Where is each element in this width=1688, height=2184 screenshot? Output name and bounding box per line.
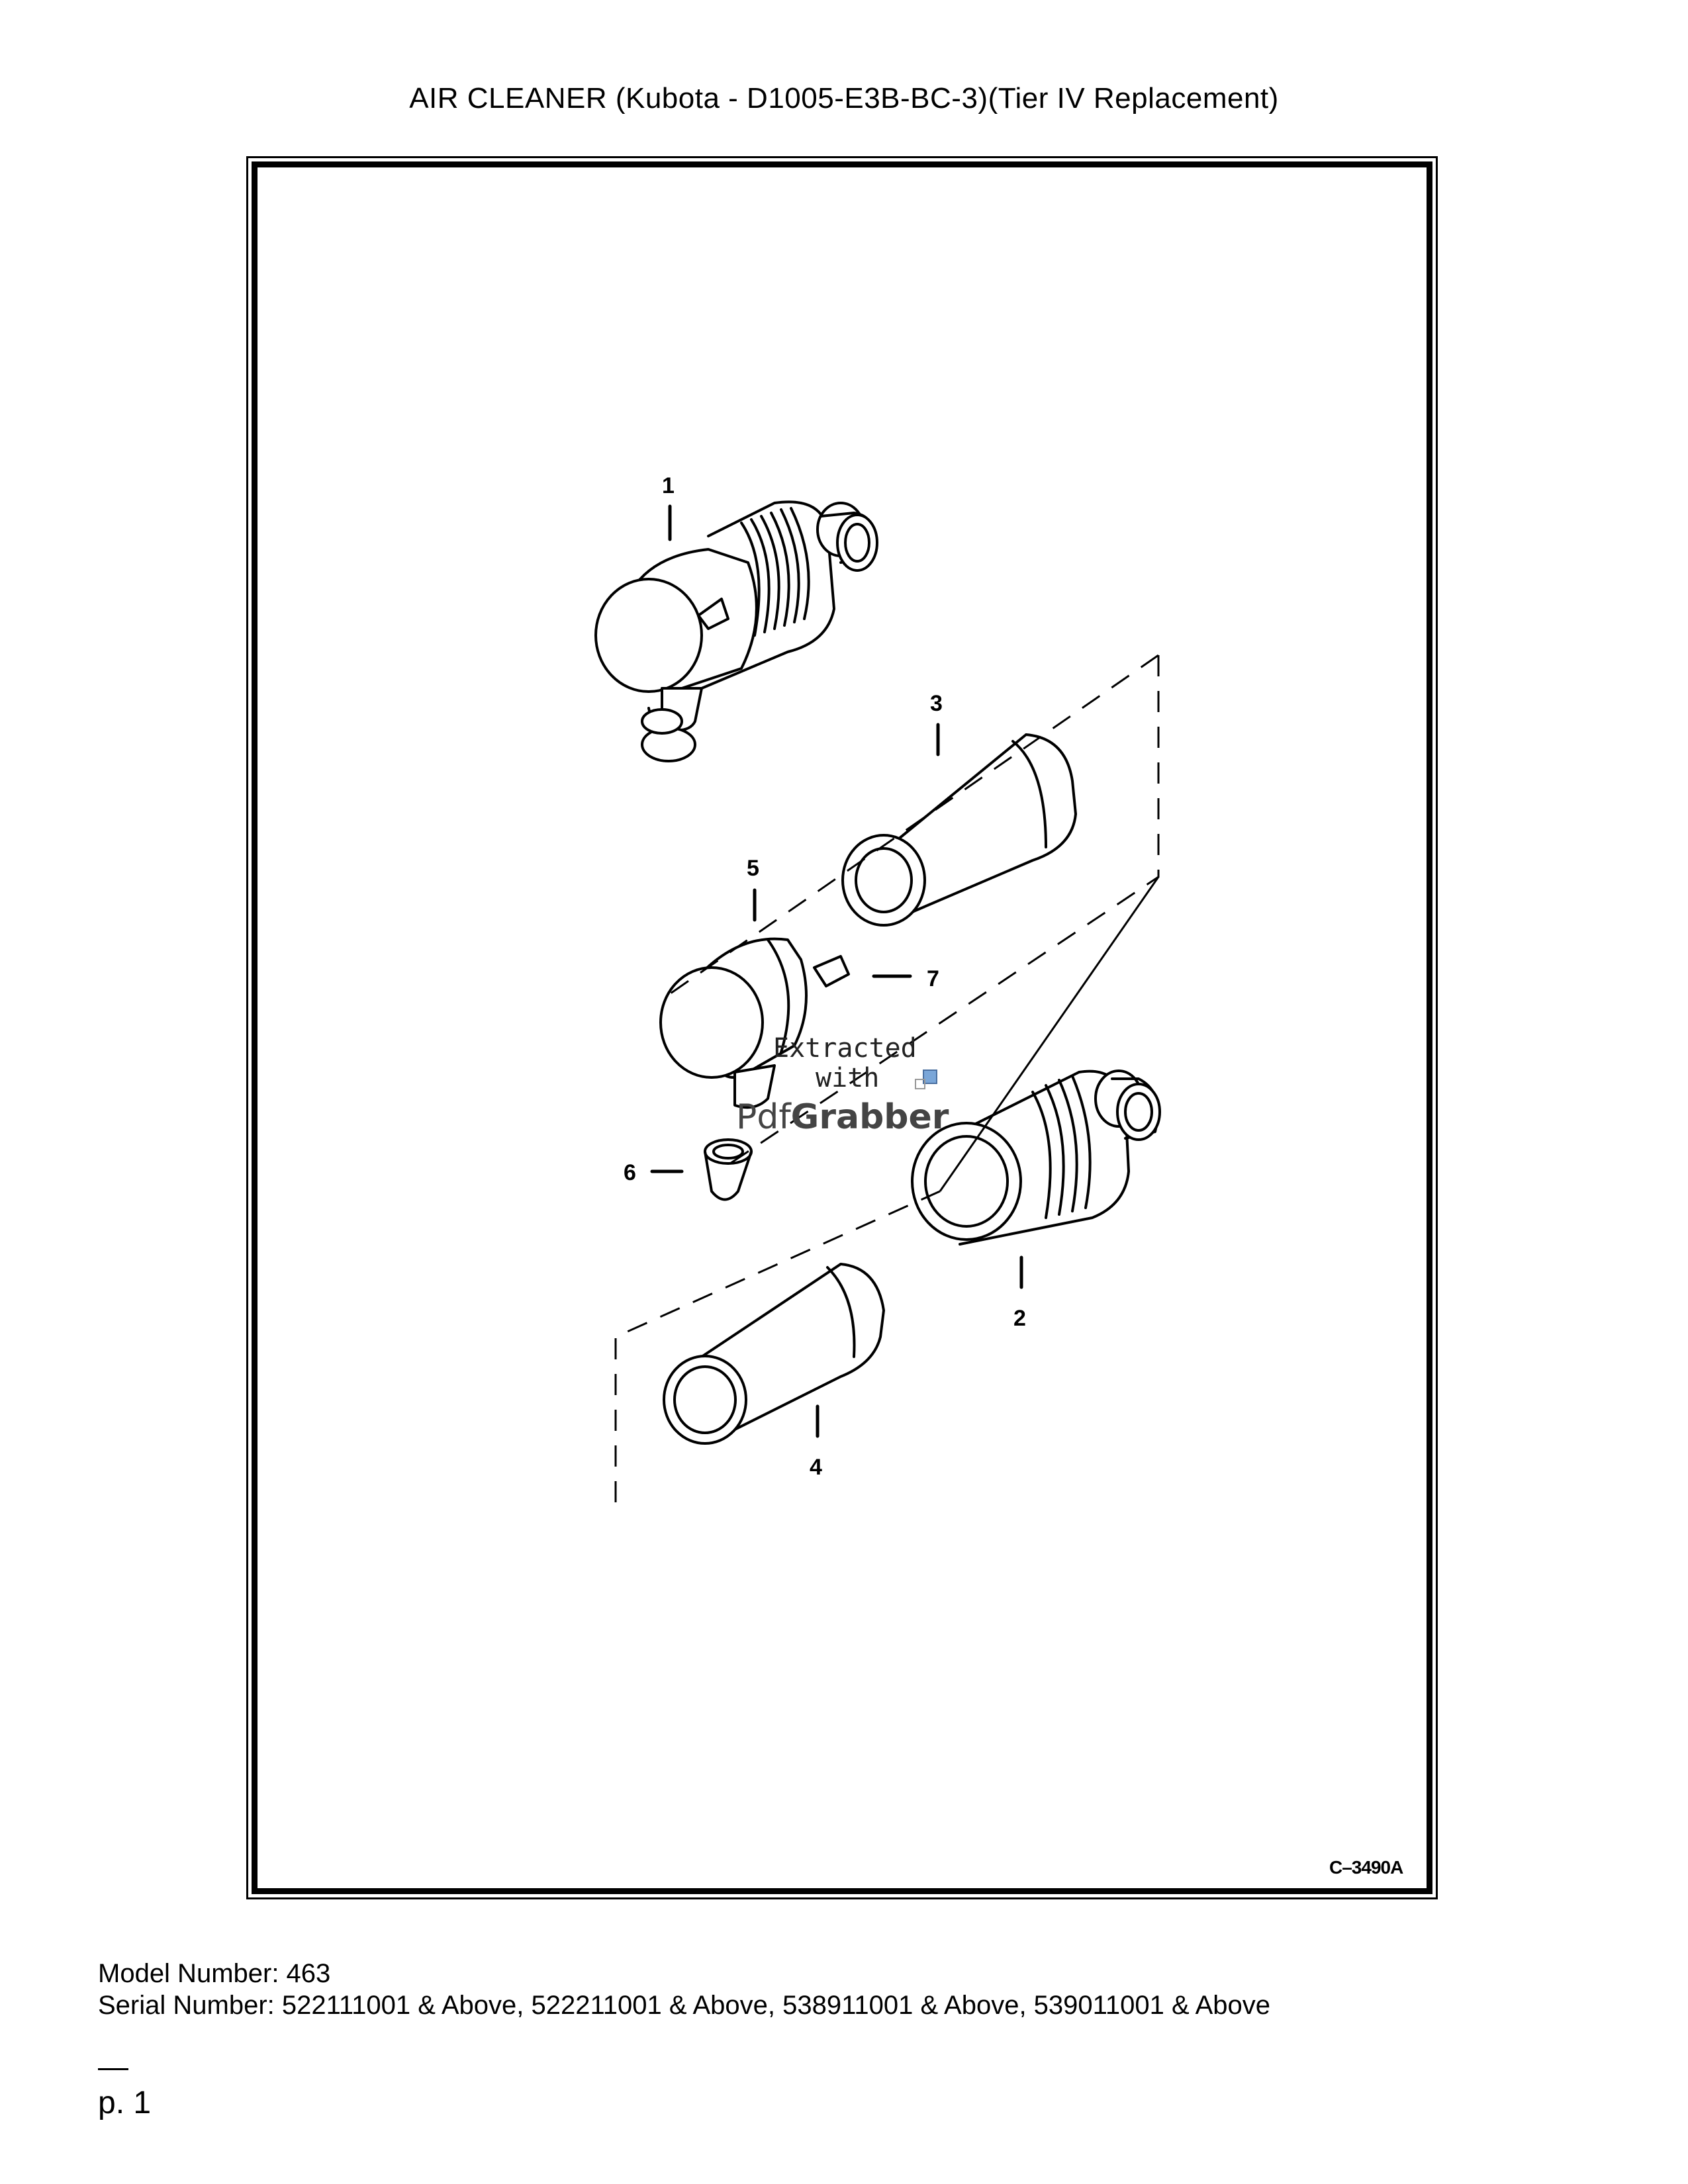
model-number: Model Number: 463 (98, 1959, 331, 1988)
callout-6: 6 (624, 1160, 636, 1185)
diagram-frame (252, 161, 1432, 1894)
figure-id: C–3490A (1329, 1857, 1403, 1878)
page-title: AIR CLEANER (Kubota - D1005-E3B-BC-3)(Ti… (409, 82, 1279, 114)
dust-valve (704, 1138, 753, 1201)
lower-dashed-guide (614, 1190, 941, 1502)
air-cleaner-cover (659, 937, 808, 1109)
latch (813, 955, 850, 987)
watermark-with: with (816, 1063, 879, 1093)
callout-2: 2 (1013, 1306, 1026, 1331)
callout-1: 1 (662, 473, 675, 498)
page-rule (98, 2068, 128, 2070)
callout-3: 3 (930, 691, 943, 716)
serial-number: Serial Number: 522111001 & Above, 522211… (98, 1991, 1271, 2020)
svg-text:PdfGrabber: PdfGrabber (736, 1097, 949, 1137)
watermark-extracted: Extracted (773, 1033, 917, 1064)
inner-safety-filter (663, 1263, 885, 1445)
callout-5: 5 (747, 856, 759, 881)
callout-7: 7 (927, 966, 939, 991)
center-dashed-axis (661, 654, 1159, 1001)
watermark-logo-icon (923, 1069, 937, 1084)
air-cleaner-assembly (594, 500, 878, 762)
watermark: Extracted with PdfGrabber (736, 1033, 949, 1137)
callout-4: 4 (810, 1455, 822, 1480)
watermark-brand-b: Grabber (791, 1097, 949, 1137)
outer-filter-element (841, 733, 1077, 927)
diagram-frame-outer (246, 156, 1438, 1899)
watermark-brand-a: Pdf (736, 1097, 792, 1137)
housing (911, 1069, 1161, 1246)
page-number: p. 1 (98, 2085, 152, 2120)
